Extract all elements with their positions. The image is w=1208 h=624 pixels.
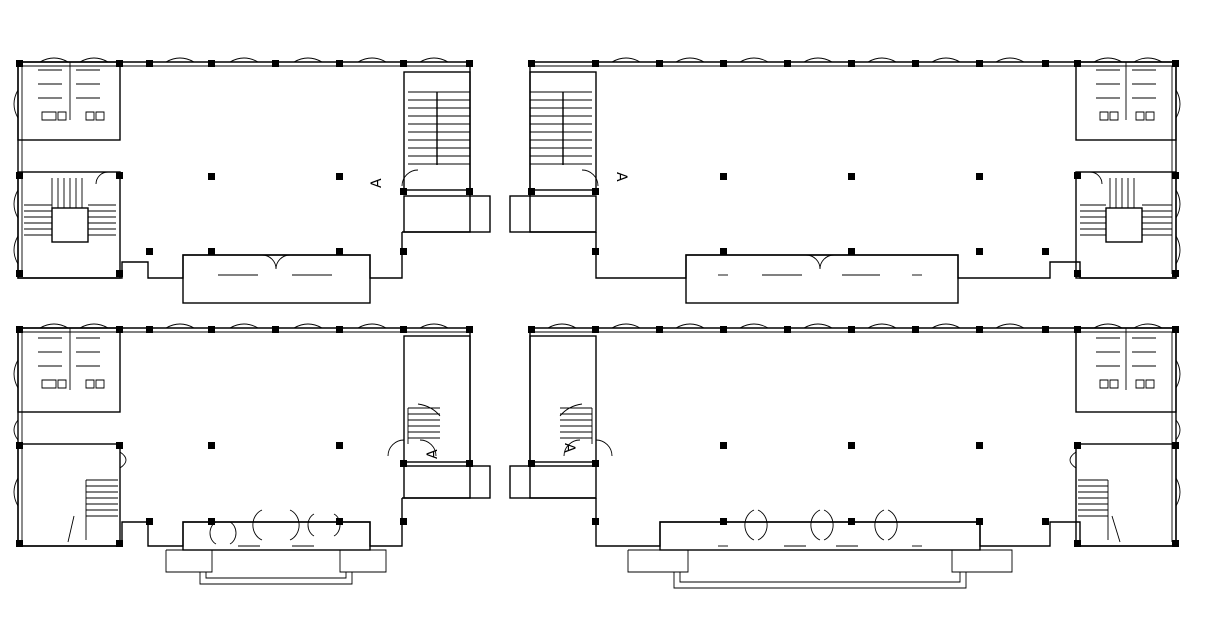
window-marks [547, 323, 1181, 507]
exterior-wall [529, 61, 1177, 279]
stair-core-left [17, 171, 121, 279]
elevator-shaft [51, 207, 89, 243]
stair-core-right [1075, 171, 1177, 279]
stair-arrow-label: A [425, 449, 441, 459]
entrance-porch [182, 254, 371, 304]
entrance-hall [659, 521, 981, 551]
link-corridor [509, 195, 597, 233]
stair-core-right [403, 71, 471, 191]
window-marks [13, 323, 449, 507]
structural-columns [16, 60, 473, 277]
entrance-porch [685, 254, 959, 304]
toilet-room [17, 327, 121, 413]
toilet-room [17, 61, 121, 141]
stair-arrow-label: A [561, 443, 577, 453]
elevator-shaft [1105, 207, 1143, 243]
plan-top-right: A [509, 57, 1181, 304]
stair-room [1075, 443, 1177, 547]
structural-columns [16, 326, 473, 547]
plan-bottom-left: A [13, 323, 491, 585]
stair-arrow-label: A [613, 172, 629, 182]
link-corridor [403, 195, 491, 233]
link-corridor [509, 465, 597, 499]
stair-core-right [403, 335, 471, 463]
stair-arrow-label: A [369, 178, 385, 188]
plan-bottom-right: A [509, 323, 1181, 589]
stair-core-left [529, 335, 597, 463]
structural-columns [528, 60, 1179, 277]
plan-top-left: A [13, 57, 491, 304]
window-marks [13, 57, 449, 265]
stair-core-left [529, 71, 597, 191]
exterior-wall [529, 327, 1177, 547]
exterior-wall [17, 61, 471, 279]
stair-room [17, 443, 121, 547]
link-corridor [403, 465, 491, 499]
structural-columns [528, 326, 1179, 547]
window-marks [611, 57, 1181, 265]
